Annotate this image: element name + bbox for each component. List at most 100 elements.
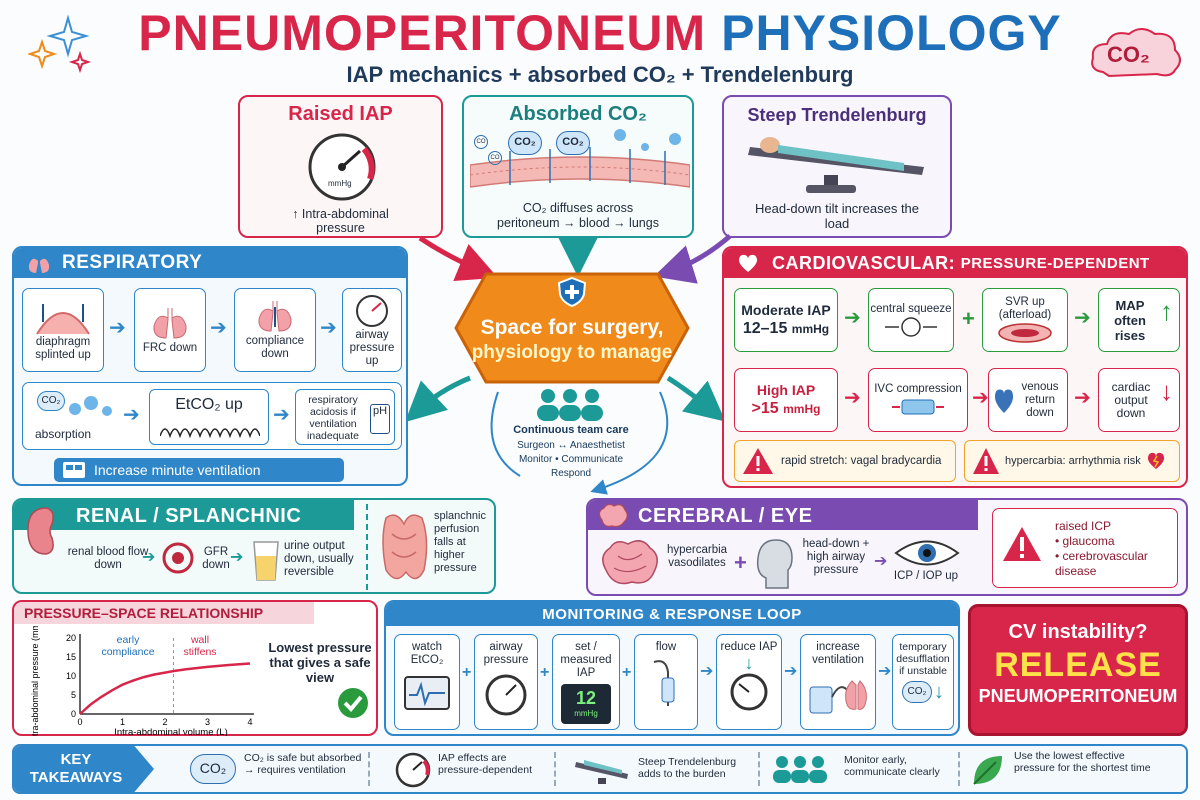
arrow-right-icon: ➔ <box>844 307 861 329</box>
arrow-right-icon: ➔ <box>320 317 337 339</box>
etco2-label: EtCO₂ up <box>175 396 243 413</box>
trendelenburg-title: Steep Trendelenburg <box>747 105 927 125</box>
renal-blood-flow-label: renal blood flow down <box>67 546 149 571</box>
high-iap-unit: mmHg <box>783 402 821 416</box>
raised-icp-box: raised ICP • glaucoma • cerebrovascular … <box>992 508 1178 588</box>
takeaway-2: IAP effects are pressure-dependent <box>438 752 532 776</box>
increase-ventilation-banner: Increase minute ventilation <box>54 458 344 482</box>
ivc-label: IVC compression <box>874 382 962 395</box>
arrow-down-icon: ↓ <box>934 681 944 703</box>
peritoneum-diffusion-icon <box>470 129 690 188</box>
warning-icon <box>1003 527 1041 561</box>
resp-step-frc: FRC down <box>134 288 206 372</box>
team-icon <box>537 389 603 421</box>
takeaway-1: CO₂ is safe but absorbed → requires vent… <box>244 752 362 776</box>
urine-cup-icon <box>253 541 279 581</box>
ventilator-lungs-icon <box>809 680 867 714</box>
y-tick-label: 15 <box>66 652 76 662</box>
absorbed-co2-caption: CO₂ diffuses across peritoneum → blood →… <box>497 201 659 230</box>
head-profile-icon <box>756 539 793 589</box>
gauge-low-icon <box>730 673 768 711</box>
ventilator-icon <box>63 462 85 478</box>
ivc-box: IVC compression <box>868 368 968 432</box>
monitor-step-2-label: airway pressure <box>483 641 529 666</box>
absorbed-co2-title: Absorbed CO₂ <box>509 103 647 125</box>
release-line-1: CV instability? <box>1008 621 1148 643</box>
gfr-label: GFR down <box>202 546 230 571</box>
warning-bradycardia: rapid stretch: vagal bradycardia <box>734 440 956 482</box>
map-box: MAP often rises ↑ <box>1098 288 1180 352</box>
arrow-right-icon: ➔ <box>210 317 227 339</box>
hypercarbia-label: hypercarbia vasodilates <box>666 544 728 569</box>
heart-organ-icon <box>994 389 1014 413</box>
pressure-space-title: PRESSURE–SPACE RELATIONSHIP <box>24 605 264 621</box>
arrow-right-icon: ➔ <box>109 317 126 339</box>
co-tiny-1: CO <box>474 135 488 149</box>
plus-icon: + <box>540 664 550 681</box>
ivc-compression-icon <box>892 399 944 414</box>
takeaway-5: Use the lowest effective pressure for th… <box>1014 750 1151 774</box>
heart-icon <box>738 254 758 272</box>
central-squeeze-box: central squeeze <box>868 288 954 352</box>
monitor-step-etco2: watch EtCO₂ <box>394 634 460 730</box>
warning-icon <box>743 448 773 474</box>
y-tick-label: 0 <box>71 709 76 719</box>
arrow-down-icon: ↓ <box>744 653 754 673</box>
center-line-2: physiology to manage <box>471 342 673 363</box>
squeeze-icon <box>885 316 937 337</box>
arrow-right-icon: ➔ <box>142 549 156 566</box>
icp-iop-label: ICP / IOP up <box>893 570 959 582</box>
co2-cloud-icon: CO₂ <box>1085 22 1190 84</box>
co2-bubble-2: CO₂ <box>556 131 590 155</box>
arrow-right-icon: ➔ <box>700 663 714 680</box>
cardiovascular-panel: CARDIOVASCULAR: PRESSURE-DEPENDENT Moder… <box>722 246 1188 488</box>
moderate-iap-unit: mmHg <box>791 322 830 336</box>
arrow-right-icon: ➔ <box>844 387 861 409</box>
trendelenburg-card: Steep Trendelenburg Head-down tilt incre… <box>722 95 952 238</box>
high-iap-box: High IAP >15 mmHg <box>734 368 838 432</box>
release-line-3: PNEUMOPERITONEUM <box>978 686 1178 706</box>
cerebral-panel: CEREBRAL / EYE hypercarbia vasodilates +… <box>586 498 1188 596</box>
monitor-step-iap: set / measured IAP 12 mmHg <box>552 634 620 730</box>
gauge-unit: mmHg <box>328 179 352 188</box>
co2-bubbles-icon <box>69 396 112 416</box>
gauge-icon <box>485 674 527 716</box>
page-title: PNEUMOPERITONEUM PHYSIOLOGY <box>0 4 1200 62</box>
arrow-right-icon: ➔ <box>230 549 244 566</box>
monitor-step-flow: flow <box>634 634 698 730</box>
x-tick-label: 2 <box>162 717 167 727</box>
response-increase-ventilation: increase ventilation <box>800 634 876 730</box>
vessel-icon <box>998 323 1052 343</box>
increase-ventilation-label: Increase minute ventilation <box>94 462 261 478</box>
cardiac-output-box: cardiac output down ↓ <box>1098 368 1180 432</box>
y-axis-label: Intra-abdominal pressure (mmHg) <box>30 626 40 736</box>
venous-return-box: venous return down <box>988 368 1068 432</box>
respiratory-panel: RESPIRATORY diaphragm splinted up ➔ FRC … <box>12 246 408 486</box>
moderate-iap-label: Moderate IAP <box>741 302 831 318</box>
desufflation-co2-badge: CO₂ <box>902 681 932 703</box>
co-tiny-2: CO <box>488 151 502 165</box>
early-compliance-label: early compliance <box>101 634 155 658</box>
capnography-wave-icon <box>160 428 260 439</box>
response-desufflation: temporary desufflation if unstable CO₂ ↓ <box>892 634 954 730</box>
resp-step-2-label: FRC down <box>142 341 198 354</box>
safe-view-note: Lowest pressure that gives a safe view <box>268 640 372 685</box>
venous-return-label: venous return down <box>1021 380 1059 419</box>
center-hexagon: Space for surgery, physiology to manage <box>452 270 692 386</box>
iap-display-value: 12 <box>575 687 597 708</box>
arrow-right-icon: ➔ <box>878 663 892 680</box>
tilted-patient-icon <box>748 137 924 193</box>
urine-output-label: urine output down, usually reversible <box>284 540 354 578</box>
raised-icp-label: raised ICP <box>1055 519 1112 533</box>
response-reduce-iap: reduce IAP ↓ <box>716 634 782 730</box>
renal-panel: RENAL / SPLANCHNIC renal blood flow down… <box>12 498 496 594</box>
arrow-right-icon: ➔ <box>273 404 290 426</box>
cardiac-output-label: cardiac output down <box>1111 379 1151 420</box>
resp-step-diaphragm: diaphragm splinted up <box>22 288 104 372</box>
head-down-label: head-down + high airway pressure <box>802 538 870 576</box>
monitor-step-airway: airway pressure <box>474 634 538 730</box>
cv-title-rest: PRESSURE-DEPENDENT <box>960 254 1150 272</box>
monitor-step-1-label: watch EtCO₂ <box>410 641 444 666</box>
resp-step-1-label: diaphragm splinted up <box>35 336 91 361</box>
